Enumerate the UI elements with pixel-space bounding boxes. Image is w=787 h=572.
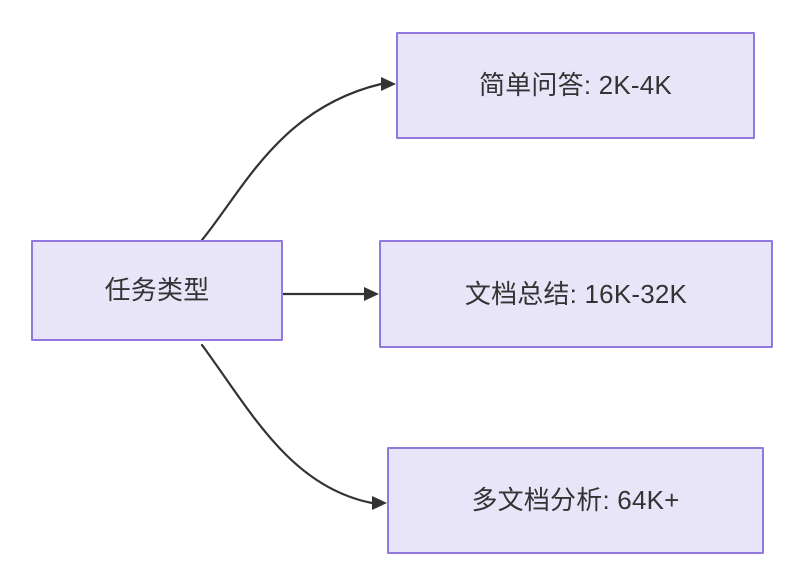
node-simple-qa[interactable]: 简单问答: 2K-4K [396,32,755,139]
edge-source-to-multi-doc-path [200,343,374,505]
node-task-type-label: 任务类型 [104,275,210,306]
arrow-head-icon [372,496,387,510]
arrow-head-icon [364,287,379,301]
edge-source-to-simple-qa [200,77,396,242]
edge-source-to-multi-doc [200,343,387,510]
arrow-head-icon [381,77,396,91]
node-simple-qa-label: 简单问答: 2K-4K [479,70,672,101]
node-multi-doc[interactable]: 多文档分析: 64K+ [387,447,764,554]
node-task-type[interactable]: 任务类型 [31,240,283,341]
node-doc-summary-label: 文档总结: 16K-32K [464,278,688,309]
node-doc-summary[interactable]: 文档总结: 16K-32K [379,240,773,348]
node-multi-doc-label: 多文档分析: 64K+ [471,485,680,516]
edge-source-to-doc-summary [281,287,379,301]
edge-source-to-simple-qa-path [200,82,383,242]
